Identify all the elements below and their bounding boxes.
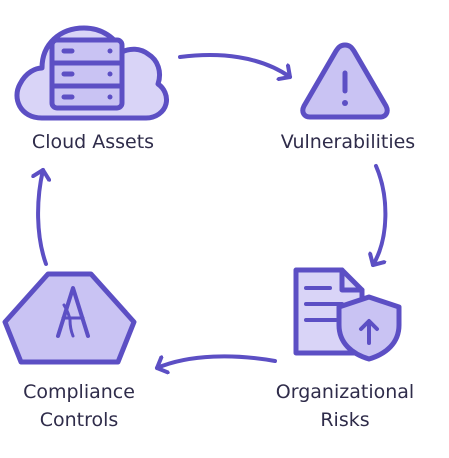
organizational-risks-label-line2: Risks [320,409,370,431]
compliance-hexagon-icon [2,271,137,365]
compliance-controls-label: Compliance Controls [0,378,158,434]
server-box [49,37,125,111]
organizational-risks-label-line1: Organizational [275,381,415,403]
vulnerabilities-label: Vulnerabilities [280,131,416,153]
arrow-vulnerabilities-to-risks [373,164,388,267]
arrow-cloud-to-vulnerabilities [178,53,292,77]
cloud-assets-label: Cloud Assets [31,131,155,153]
warning-triangle-icon [300,42,390,120]
arrow-compliance-to-cloud [38,168,46,266]
cloud-server-icon [14,25,169,121]
document-shield-icon [293,267,402,362]
compliance-controls-label-line2: Controls [39,409,119,431]
organizational-risks-label: Organizational Risks [255,378,435,434]
compliance-controls-label-line1: Compliance [23,381,135,403]
arrow-risks-to-compliance [155,354,277,368]
